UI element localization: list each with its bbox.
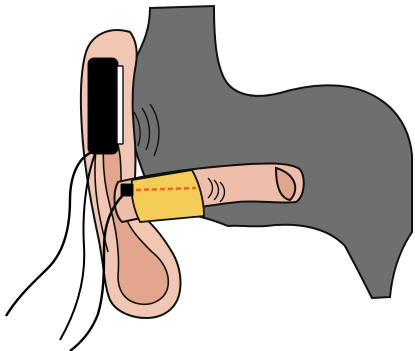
canal-probe <box>131 170 204 222</box>
earpiece <box>88 58 118 154</box>
earpiece-highlight <box>117 66 123 144</box>
